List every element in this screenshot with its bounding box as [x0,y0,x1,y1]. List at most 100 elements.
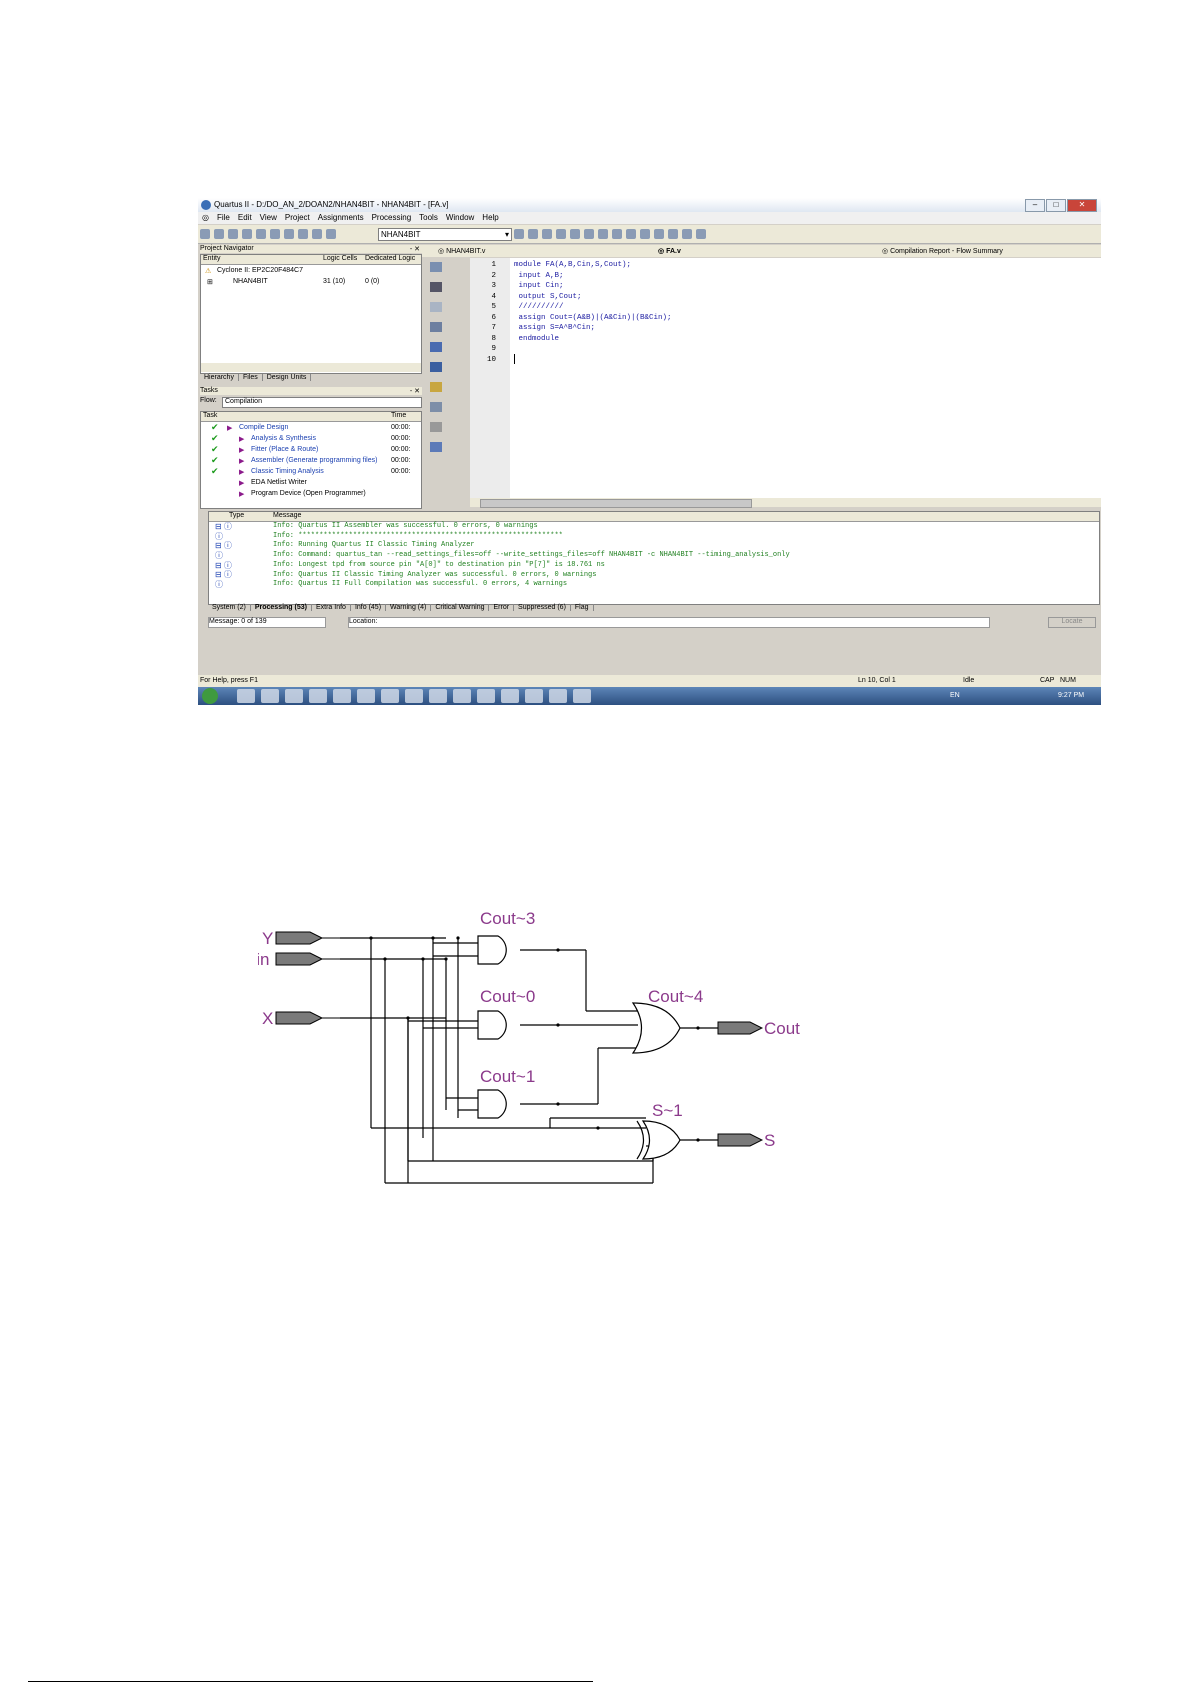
message-line[interactable]: Info: Command: quartus_tan --read_settin… [273,551,790,560]
menu-edit[interactable]: Edit [237,213,252,222]
message-tab[interactable]: Extra Info [312,604,351,611]
media-icon[interactable] [261,689,279,703]
play-icon[interactable]: ▶ [239,469,245,476]
bookmark-next-icon[interactable] [430,362,442,372]
abc-icon[interactable] [430,422,442,432]
minimize-button[interactable]: – [1025,199,1045,212]
open-icon[interactable] [214,229,224,239]
app-icon-9[interactable] [429,689,447,703]
save-all-icon[interactable] [242,229,252,239]
explorer-icon[interactable] [237,689,255,703]
programmer-icon[interactable] [682,229,693,239]
browser-icon[interactable] [285,689,303,703]
tool-icon-3[interactable] [430,302,442,312]
find-icon[interactable] [430,282,442,292]
comment-icon[interactable] [430,442,442,452]
message-line[interactable]: Info: **********************************… [273,531,563,540]
chip-icon[interactable] [514,229,525,239]
message-tab[interactable]: Info (45) [351,604,387,611]
tab-fa[interactable]: ◎ FA.v [658,248,681,255]
tab-hierarchy[interactable]: Hierarchy [200,374,239,381]
message-tab[interactable]: System (2) [208,604,251,611]
start-compilation-icon[interactable] [570,229,581,239]
code-line[interactable]: output S,Cout; [514,292,582,301]
message-tab[interactable]: Critical Warning [431,604,490,611]
insert-icon[interactable] [430,382,442,392]
menu-window[interactable]: Window [445,213,475,222]
code-line[interactable]: assign Cout=(A&B)|(A&Cin)|(B&Cin); [514,313,672,322]
menu-help[interactable]: Help [482,213,499,222]
task-row[interactable]: ▶Program Device (Open Programmer) [201,490,421,500]
location-field[interactable]: Location: [348,617,990,628]
timing-icon[interactable] [612,229,623,239]
report-icon[interactable] [640,229,651,239]
flow-select[interactable]: Compilation [222,397,422,408]
menu-assignments[interactable]: Assignments [317,213,364,222]
editor-hscroll[interactable] [470,498,1101,508]
tab-design-units[interactable]: Design Units [263,374,312,381]
message-line[interactable]: Info: Quartus II Full Compilation was su… [273,580,568,589]
app-icon-15[interactable] [573,689,591,703]
tab-compilation-report[interactable]: ◎ Compilation Report - Flow Summary [882,248,1003,255]
play-icon[interactable]: ▶ [239,491,245,498]
app-icon-7[interactable] [381,689,399,703]
message-line[interactable]: Info: Running Quartus II Classic Timing … [273,541,475,550]
netlist-icon[interactable] [542,229,553,239]
code-line[interactable]: input A,B; [514,271,564,280]
print-icon[interactable] [256,229,266,239]
cut-icon[interactable] [270,229,280,239]
rtl-viewer-icon[interactable] [654,229,665,239]
task-row[interactable]: ✔▶Assembler (Generate programming files)… [201,455,421,467]
maximize-button[interactable]: □ [1046,199,1066,212]
message-tab[interactable]: Error [489,604,515,611]
word-icon[interactable] [477,689,495,703]
code-line[interactable]: ////////// [514,303,564,311]
matlab-icon[interactable] [333,689,351,703]
project-combo[interactable]: NHAN4BIT▾ [378,228,512,241]
device-name[interactable]: Cyclone II: EP2C20F484C7 [217,267,303,274]
code-line[interactable] [514,344,1074,355]
paste-icon[interactable] [298,229,308,239]
globe-icon[interactable] [556,229,567,239]
copy-icon[interactable] [284,229,294,239]
start-button[interactable] [202,688,218,704]
message-tab[interactable]: Suppressed (6) [514,604,571,611]
tool-icon-1[interactable] [430,262,442,272]
menu-project[interactable]: Project [284,213,310,222]
expand-icon[interactable]: ⊞ [207,279,213,286]
quartus-task-icon[interactable] [309,689,327,703]
save-icon[interactable] [228,229,238,239]
code-line[interactable]: endmodule [514,334,560,343]
play-icon[interactable]: ▶ [239,458,245,465]
code-line[interactable]: assign S=A^B^Cin; [514,324,596,332]
code-line[interactable]: input Cin; [514,282,564,290]
undo-icon[interactable] [312,229,322,239]
app-icon-12[interactable] [501,689,519,703]
menu-tools[interactable]: Tools [419,213,438,222]
new-file-icon[interactable] [200,229,210,239]
quartus-menu-icon[interactable]: ◎ [202,213,209,222]
tab-files[interactable]: Files [239,374,263,381]
message-line[interactable]: Info: Quartus II Assembler was successfu… [273,522,538,530]
indent-icon[interactable] [430,322,442,332]
language-indicator[interactable]: EN [950,692,960,699]
message-tab[interactable]: Warning (4) [386,604,432,611]
code-line[interactable]: module FA(A,B,Cin,S,Cout); [514,261,632,269]
editor-hscroll-thumb[interactable] [480,499,752,508]
task-row[interactable]: ▶EDA Netlist Writer [201,479,421,489]
menu-view[interactable]: View [259,213,277,222]
app-icon-14[interactable] [549,689,567,703]
entity-name[interactable]: NHAN4BIT [233,278,268,285]
help-icon[interactable] [696,229,707,239]
task-row[interactable]: ✔▶Fitter (Place & Route)00:00: [201,444,421,456]
tab-nhan4bit[interactable]: ◎ NHAN4BIT.v [438,248,486,255]
simulator-icon[interactable] [668,229,679,239]
message-tab[interactable]: Processing (53) [251,604,312,611]
locate-button[interactable]: Locate [1048,617,1096,628]
code-line[interactable] [514,355,1074,366]
app-icon-10[interactable] [453,689,471,703]
